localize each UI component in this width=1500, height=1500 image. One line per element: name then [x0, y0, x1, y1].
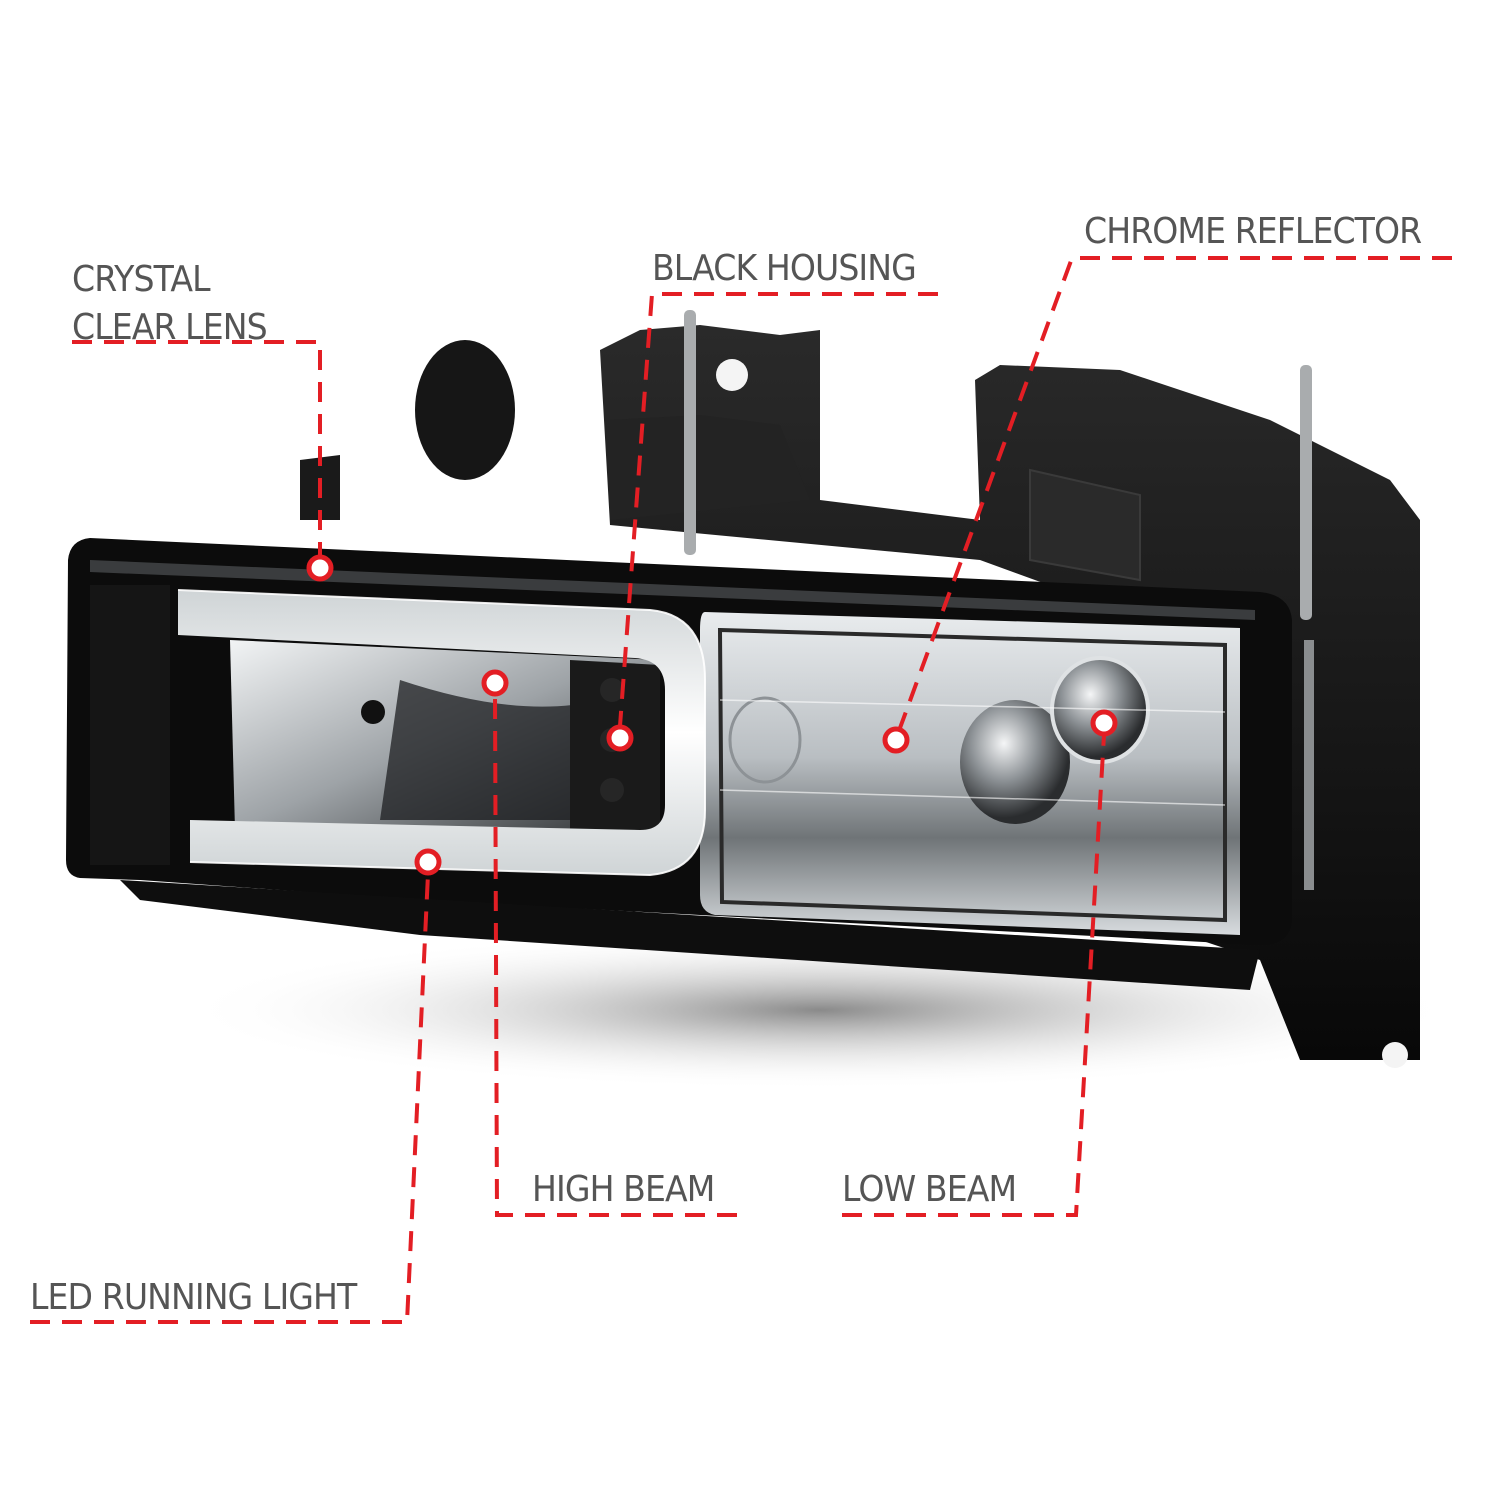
marker-black-housing[interactable]: [606, 724, 634, 752]
callout-label-line: CHROME REFLECTOR: [1084, 211, 1422, 252]
callout-label-line: LOW BEAM: [842, 1169, 1017, 1210]
callout-low-beam: LOW BEAM: [842, 1166, 1017, 1214]
marker-crystal-clear-lens[interactable]: [306, 554, 334, 582]
leader-high-beam: [493, 694, 737, 1217]
marker-dots: [306, 554, 1118, 876]
callout-high-beam: HIGH BEAM: [532, 1166, 715, 1214]
marker-high-beam[interactable]: [481, 669, 509, 697]
callout-label-line: CLEAR LENS: [72, 307, 268, 348]
callout-led-running-light: LED RUNNING LIGHT: [30, 1274, 357, 1322]
leader-low-beam: [842, 734, 1106, 1217]
leader-crystal-clear-lens: [72, 340, 322, 556]
lens-body: [66, 538, 1292, 990]
callout-chrome-reflector: CHROME REFLECTOR: [1084, 208, 1422, 256]
callout-label-line: BLACK HOUSING: [652, 248, 917, 289]
callout-label-line: CRYSTAL: [72, 259, 211, 300]
callout-label-line: LED RUNNING LIGHT: [30, 1277, 357, 1318]
callout-black-housing: BLACK HOUSING: [652, 245, 917, 293]
callout-crystal-clear-lens: CRYSTAL CLEAR LENS: [72, 256, 268, 352]
leader-chrome-reflector: [898, 256, 1452, 729]
leader-lines: [30, 256, 1452, 1324]
marker-led-running-light[interactable]: [414, 848, 442, 876]
marker-low-beam[interactable]: [1090, 709, 1118, 737]
leader-led-running-light: [30, 873, 430, 1324]
callout-label-line: HIGH BEAM: [532, 1169, 715, 1210]
marker-chrome-reflector[interactable]: [882, 726, 910, 754]
